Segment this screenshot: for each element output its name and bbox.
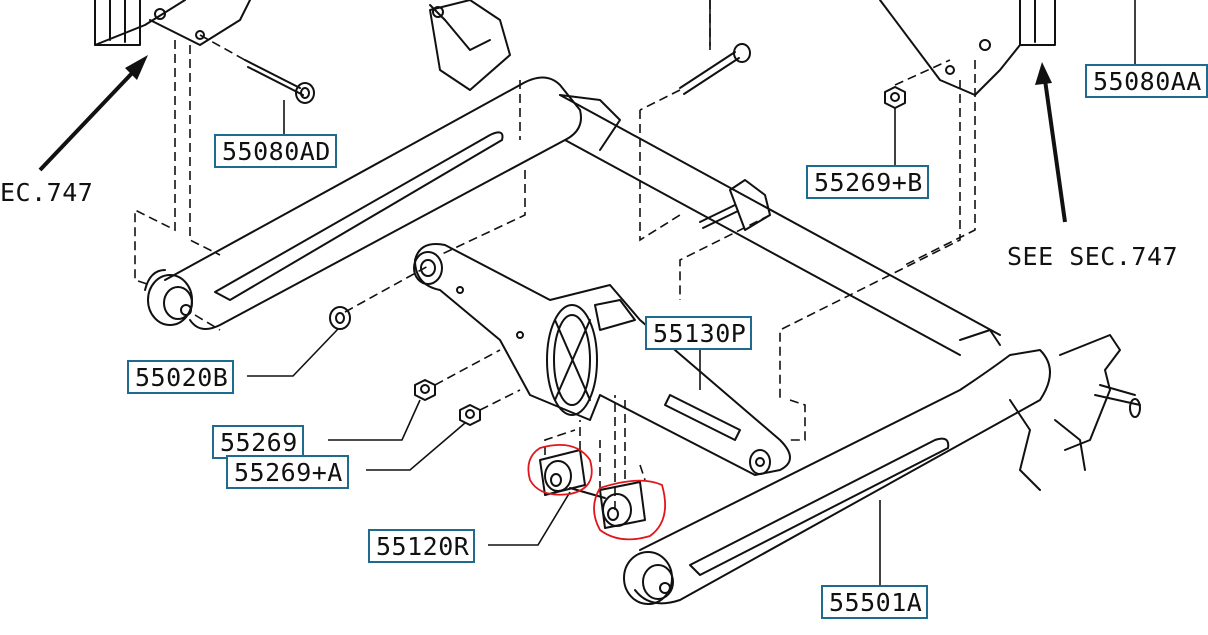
callout-55080AA: 55080AA bbox=[1085, 64, 1208, 98]
bushing-55120R bbox=[539, 449, 646, 529]
callout-55080AD: 55080AD bbox=[214, 134, 337, 168]
callout-55020B: 55020B bbox=[127, 360, 235, 394]
nut-55269 bbox=[414, 379, 436, 401]
body-mount-left bbox=[94, 0, 251, 46]
cross-beam bbox=[559, 94, 1001, 356]
highlight-marks bbox=[527, 444, 666, 541]
trailing-arm-left bbox=[144, 76, 582, 330]
leader-lines bbox=[247, 0, 1136, 585]
trailing-arm-right bbox=[623, 349, 1051, 605]
see-section-right: SEE SEC.747 bbox=[1007, 242, 1179, 271]
arrow-see-sec-left bbox=[38, 55, 148, 172]
arrow-see-sec-right bbox=[1035, 62, 1067, 223]
body-mount-right bbox=[879, 0, 1056, 96]
callout-55501A: 55501A bbox=[821, 585, 929, 619]
hub-knuckle-right bbox=[1009, 334, 1141, 491]
callout-55269: 55269 bbox=[212, 425, 304, 459]
nut-55020B bbox=[329, 306, 351, 330]
callout-55120R: 55120R bbox=[368, 529, 476, 563]
highlight-circle-lower bbox=[593, 479, 666, 541]
differential-member bbox=[413, 243, 791, 476]
dashed-guides bbox=[134, 0, 976, 510]
nut-55269A bbox=[459, 404, 481, 426]
callout-55130P: 55130P bbox=[645, 316, 753, 350]
highlight-circle-upper bbox=[527, 444, 593, 496]
see-section-left: EC.747 bbox=[0, 178, 94, 207]
nut-55269B bbox=[884, 86, 906, 109]
bolt-55080AD bbox=[244, 59, 315, 104]
bolt-upper-center bbox=[679, 43, 751, 95]
callout-55269B: 55269+B bbox=[806, 165, 929, 199]
hub-knuckle-left bbox=[429, 0, 511, 91]
callout-55269A: 55269+A bbox=[226, 455, 349, 489]
bolt-right-cross bbox=[699, 204, 739, 229]
